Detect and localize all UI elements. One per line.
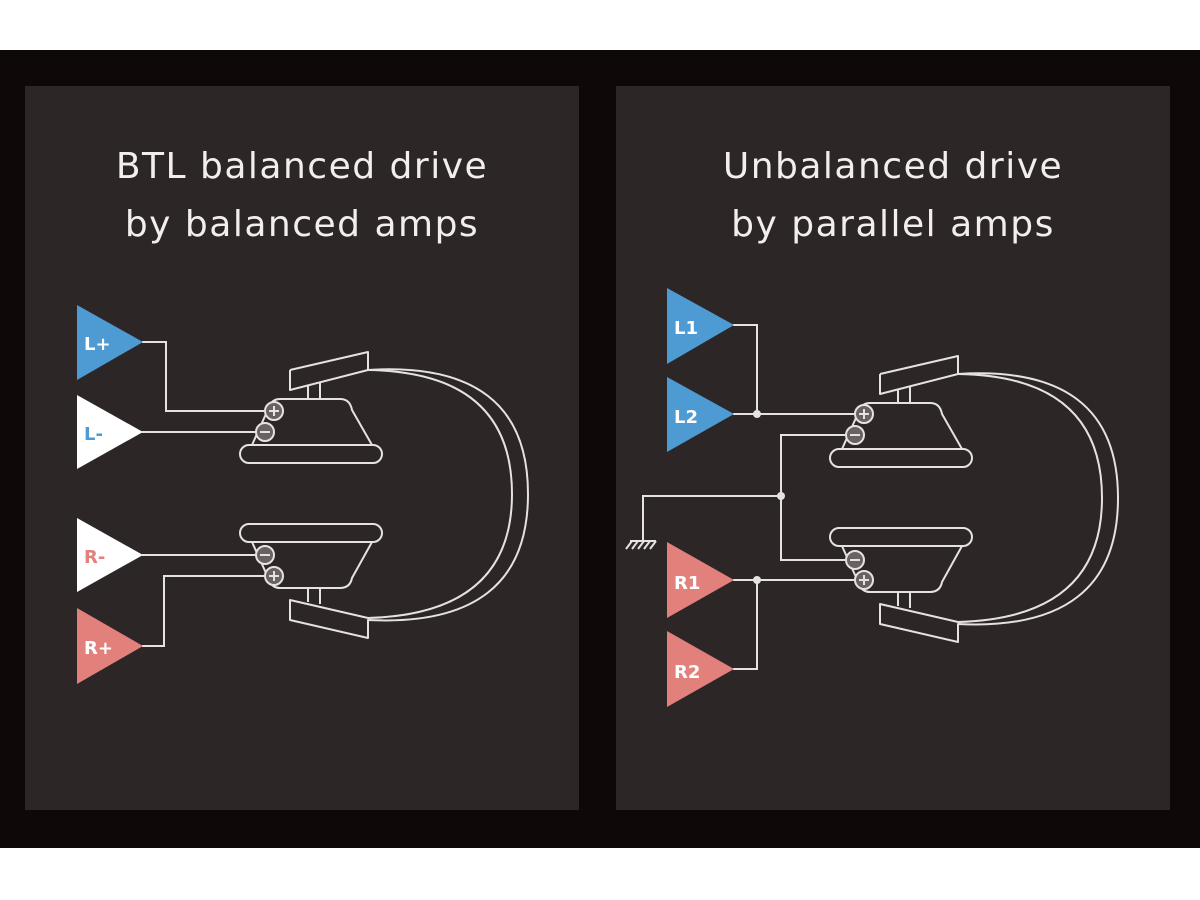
left-hinge-icon [897, 387, 911, 403]
amp-r2: R2 [667, 631, 734, 707]
headband-inner-icon [367, 369, 513, 619]
junction-dot [753, 576, 761, 584]
wire-ground [642, 495, 781, 540]
minus-terminal-icon [845, 425, 865, 445]
headband-inner-icon [957, 373, 1103, 623]
headband-top-cap-icon [289, 369, 369, 391]
junction-dot [753, 410, 761, 418]
amp-r-minus-label: R- [84, 547, 105, 568]
junction-dots [753, 410, 785, 584]
unbalanced-title-line-2: by parallel amps [731, 204, 1055, 245]
headband-icon [289, 351, 529, 639]
btl-diagram: L+ L- R- R+ [77, 305, 529, 684]
amp-r-plus-label: R+ [84, 638, 113, 659]
junction-dot [777, 492, 785, 500]
amp-l-plus-label: L+ [84, 334, 111, 355]
plus-terminal-icon [264, 401, 284, 421]
wire-l1 [733, 324, 758, 414]
amp-l1: L1 [667, 288, 734, 364]
wire-left-minus [780, 434, 845, 561]
headband-icon [879, 355, 1119, 643]
btl-panel-title: BTL balanced drive by balanced amps [25, 138, 579, 254]
plus-terminal-icon [854, 404, 874, 424]
btl-title-line-2: by balanced amps [124, 204, 480, 245]
wire-r2 [733, 580, 758, 670]
unbalanced-title-line-1: Unbalanced drive [722, 146, 1064, 187]
wire-l-plus [142, 341, 264, 412]
lower-earpad-icon [829, 527, 973, 547]
minus-terminal-icon [845, 550, 865, 570]
upper-earpad-icon [829, 448, 973, 468]
amp-r-plus: R+ [77, 608, 143, 684]
minus-terminal-icon [255, 545, 275, 565]
amp-r1-label: R1 [674, 573, 700, 594]
plus-terminal-icon [264, 566, 284, 586]
amp-l-minus: L- [77, 395, 143, 469]
amp-r-minus: R- [77, 518, 143, 592]
unbalanced-panel-title: Unbalanced drive by parallel amps [616, 138, 1170, 254]
minus-terminal-icon [255, 422, 275, 442]
btl-panel: BTL balanced drive by balanced amps [25, 86, 579, 810]
btl-title-line-1: BTL balanced drive [115, 146, 489, 187]
amp-r1: R1 [667, 542, 734, 618]
amp-l-minus-label: L- [84, 424, 103, 445]
ground-icon [625, 540, 657, 550]
lower-earpad-icon [239, 523, 383, 543]
wire-r-plus [142, 575, 264, 647]
headphone-icon [829, 355, 1119, 643]
amp-r2-label: R2 [674, 662, 700, 683]
right-hinge-icon [307, 588, 321, 604]
left-hinge-icon [307, 383, 321, 399]
amp-l2: L2 [667, 377, 734, 452]
headband-top-cap-icon [879, 373, 959, 395]
plus-terminal-icon [854, 570, 874, 590]
amp-l-plus: L+ [77, 305, 143, 380]
unbalanced-wires [642, 324, 854, 670]
btl-wires [142, 341, 264, 647]
upper-earpad-icon [239, 444, 383, 464]
right-hinge-icon [897, 592, 911, 608]
amp-l1-label: L1 [674, 318, 698, 339]
amp-l2-label: L2 [674, 407, 698, 428]
headphone-icon [239, 351, 529, 639]
unbalanced-diagram: L1 L2 R1 R2 [625, 288, 1119, 707]
